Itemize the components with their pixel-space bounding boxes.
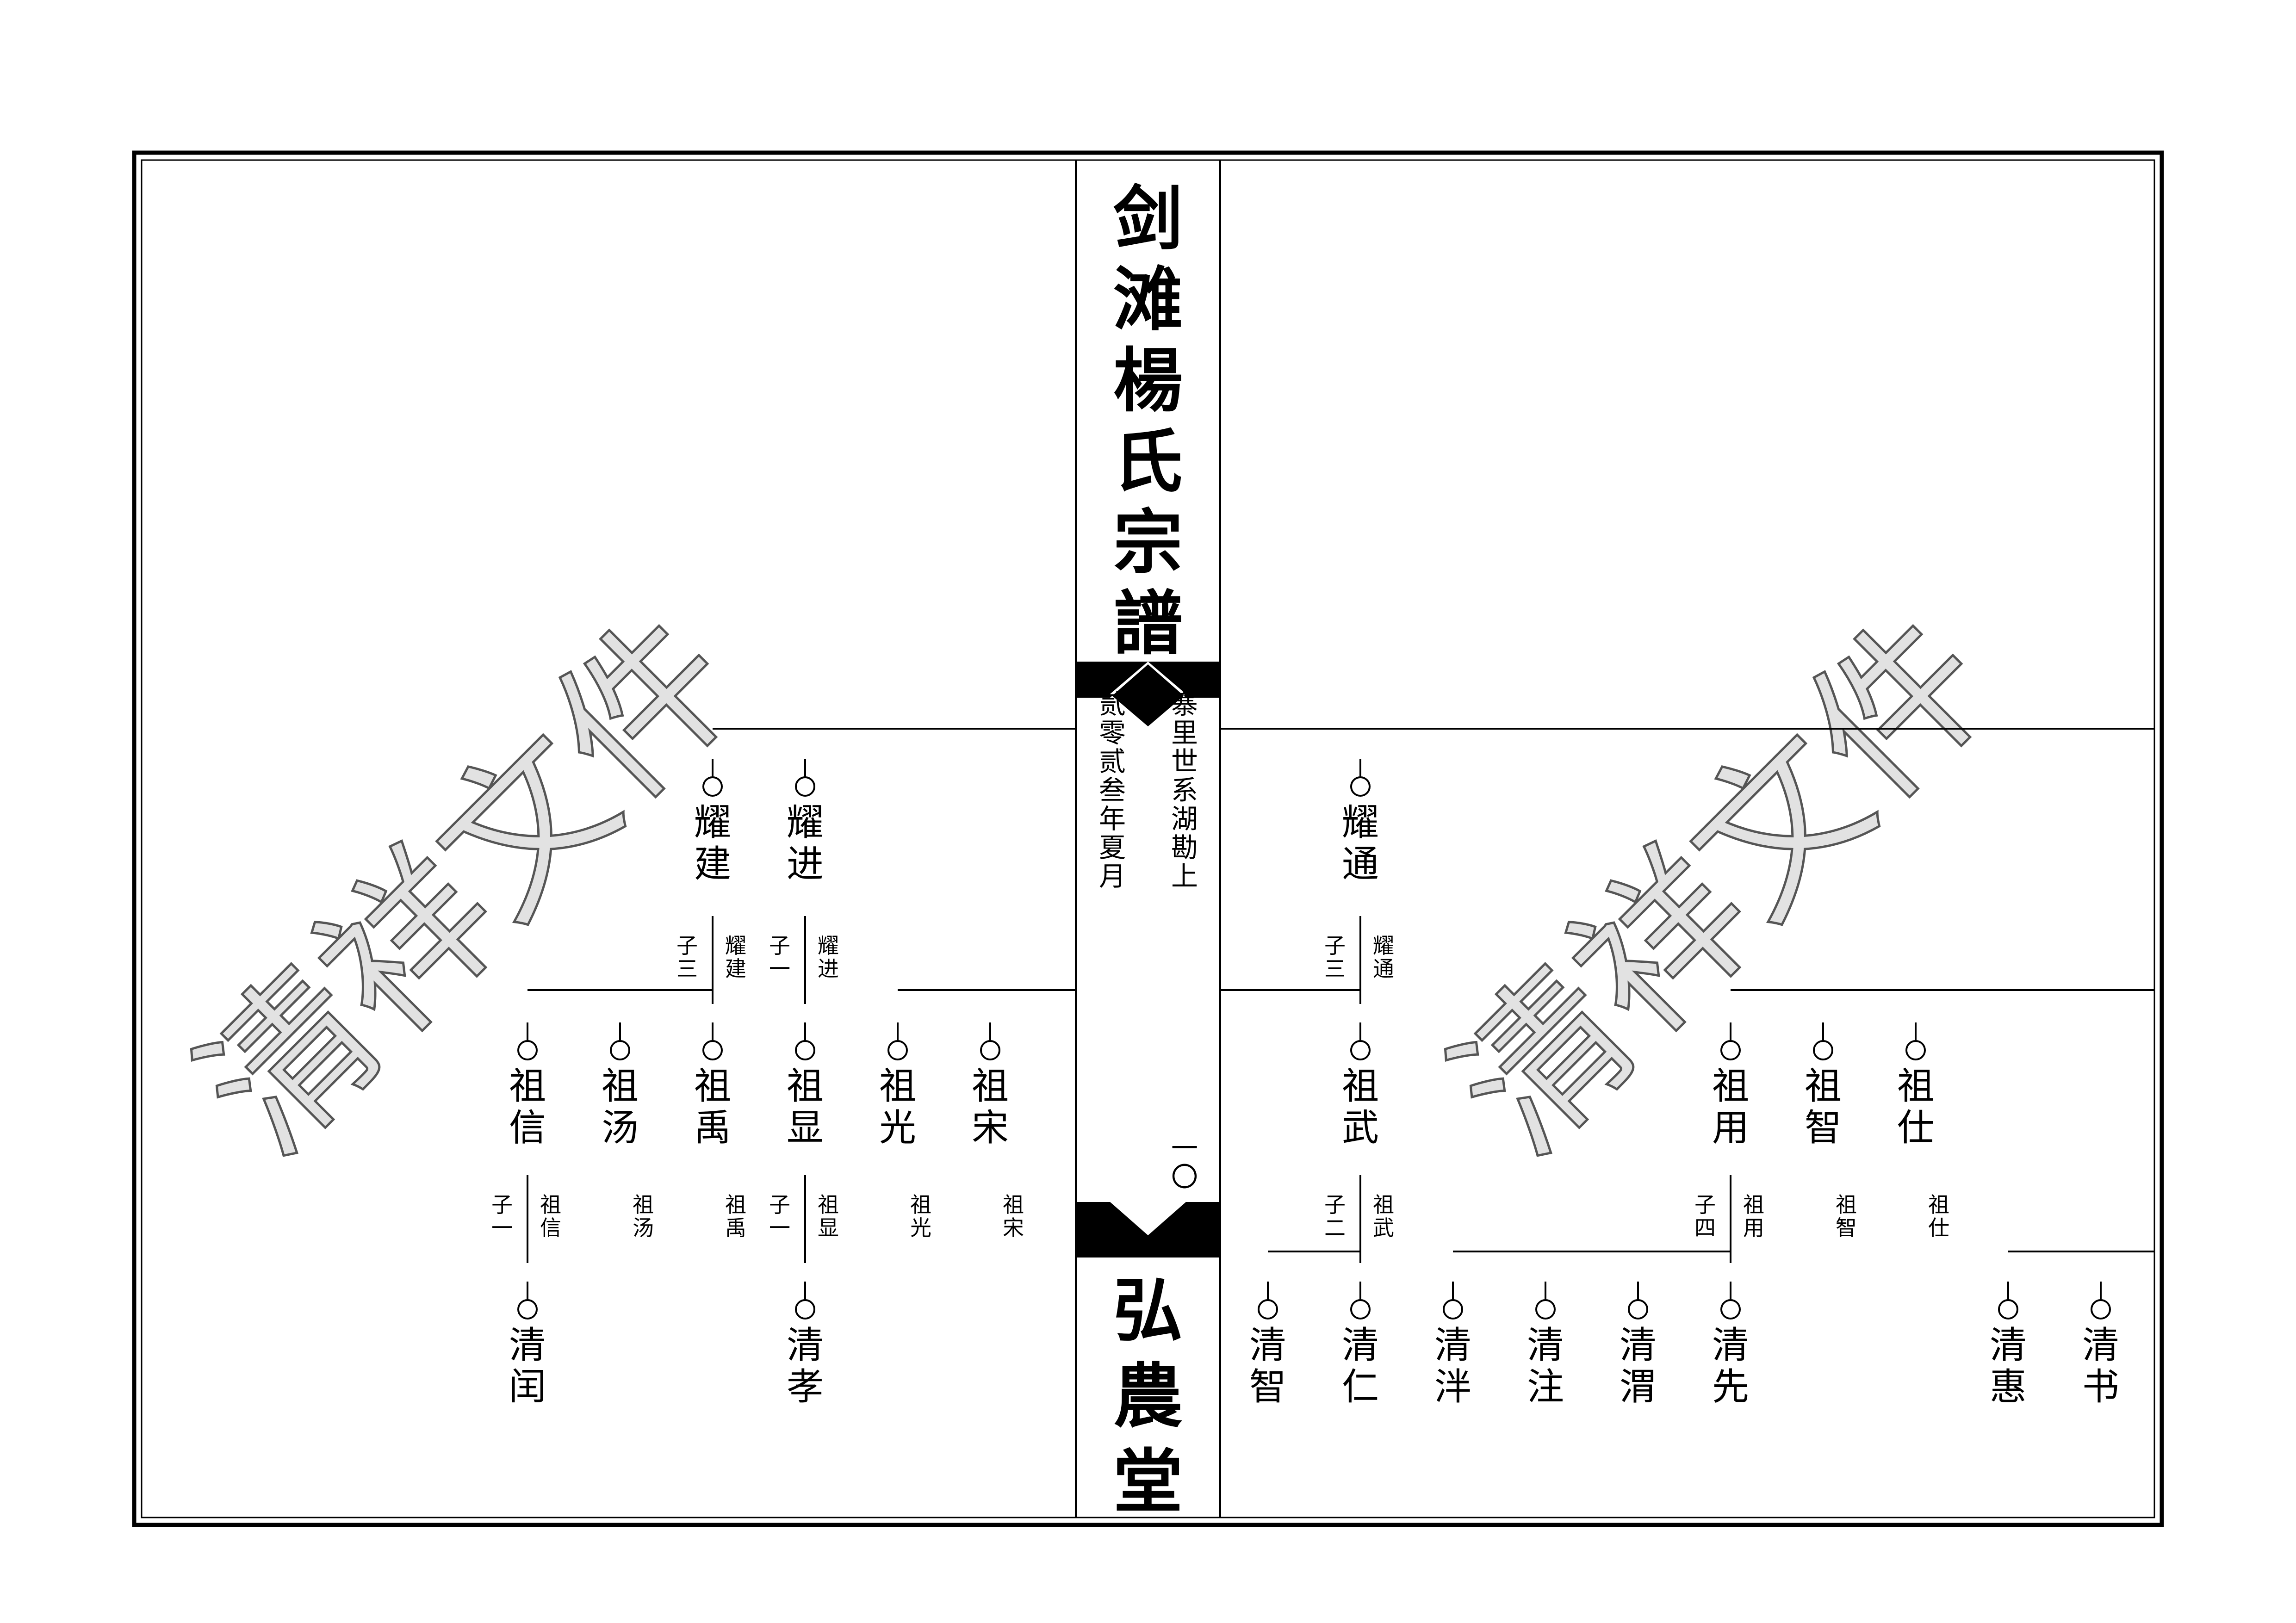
note-name: 祖禹 [725, 1192, 746, 1240]
spine-title: 剑滩楊氏宗譜 [1113, 178, 1183, 664]
gen2-name: 祖智 [1805, 1065, 1842, 1149]
note-name: 祖光 [910, 1192, 931, 1240]
gen3-name: 清渭 [1620, 1324, 1657, 1408]
outer-frame [132, 150, 2164, 1527]
fishtail-top [1076, 662, 1220, 726]
node-circle [2091, 1299, 2111, 1319]
node-circle [517, 1299, 538, 1319]
gen1-name: 耀建 [694, 801, 731, 886]
gen2-name: 祖武 [1342, 1065, 1379, 1149]
note-son-count: 子四 [1694, 1192, 1716, 1240]
node-circle [517, 1040, 538, 1060]
note-name: 祖用 [1743, 1192, 1764, 1240]
note-name: 祖信 [540, 1192, 561, 1240]
note-son-count: 子三 [1324, 933, 1346, 981]
spine-subtitle-date: 贰零贰叁年夏月 [1099, 688, 1126, 892]
node-circle [702, 776, 723, 797]
node-circle [1258, 1299, 1278, 1319]
node-circle [795, 776, 815, 797]
gen3-name: 清先 [1712, 1324, 1749, 1408]
note-name: 祖智 [1836, 1192, 1857, 1240]
node-circle [702, 1040, 723, 1060]
gen2-name: 祖禹 [694, 1065, 731, 1149]
node-circle [1720, 1299, 1741, 1319]
note-name: 祖仕 [1928, 1192, 1949, 1240]
node-circle [887, 1040, 908, 1060]
family-tree: 耀建耀进子三耀建子一耀进祖信祖汤祖禹祖显祖光祖宋子一祖信祖汤祖禹子一祖显祖光祖宋… [491, 728, 2154, 1408]
node-circle [1813, 1040, 1833, 1060]
note-name: 耀通 [1373, 933, 1394, 981]
note-son-count: 子一 [769, 933, 790, 981]
gen3-name: 清注 [1527, 1324, 1564, 1408]
gen3-name: 清孝 [787, 1324, 824, 1408]
spine-hall-name: 弘農堂 [1113, 1270, 1183, 1523]
note-son-count: 子三 [676, 933, 698, 981]
gen3-name: 清仁 [1342, 1324, 1379, 1408]
node-circle [1998, 1299, 2018, 1319]
note-son-count: 子二 [1324, 1192, 1346, 1240]
note-name: 祖宋 [1003, 1192, 1024, 1240]
gen3-name: 清闰 [509, 1324, 546, 1408]
svg-text:清祥文件: 清祥文件 [164, 581, 773, 1189]
spine-page-number: 一〇 [1171, 1133, 1198, 1193]
gen2-name: 祖汤 [602, 1065, 639, 1149]
gen2-name: 祖宋 [972, 1065, 1009, 1149]
node-circle [1350, 1299, 1371, 1319]
node-circle [1350, 776, 1371, 797]
note-son-count: 子一 [769, 1192, 790, 1240]
node-circle [1905, 1040, 1926, 1060]
note-son-count: 子一 [491, 1192, 513, 1240]
gen2-name: 祖仕 [1897, 1065, 1934, 1149]
inner-frame [141, 159, 2155, 1518]
fishtail-bottom [1076, 1202, 1220, 1258]
gen1-name: 耀通 [1342, 801, 1379, 886]
node-circle [1720, 1040, 1741, 1060]
node-circle [1535, 1299, 1556, 1319]
node-circle [1443, 1299, 1463, 1319]
gen2-name: 祖显 [787, 1065, 824, 1149]
gen3-name: 清惠 [1990, 1324, 2027, 1408]
gen3-name: 清智 [1249, 1324, 1286, 1408]
spine-subtitle-location: 寨里世系湖勘上 [1171, 688, 1198, 892]
gen2-name: 祖光 [879, 1065, 916, 1149]
note-name: 耀进 [818, 933, 839, 981]
note-name: 祖武 [1373, 1192, 1394, 1240]
node-circle [1350, 1040, 1371, 1060]
gen2-name: 祖用 [1712, 1065, 1749, 1149]
note-name: 祖显 [818, 1192, 839, 1240]
note-name: 祖汤 [633, 1192, 654, 1240]
gen3-name: 清书 [2082, 1324, 2119, 1408]
gen3-name: 清泮 [1434, 1324, 1471, 1408]
node-circle [795, 1040, 815, 1060]
gen2-name: 祖信 [509, 1065, 546, 1149]
watermark-left: 清祥文件 [163, 579, 774, 1190]
node-circle [795, 1299, 815, 1319]
node-circle [1628, 1299, 1648, 1319]
node-circle [980, 1040, 1000, 1060]
node-circle [610, 1040, 630, 1060]
note-name: 耀建 [725, 933, 746, 981]
gen1-name: 耀进 [787, 801, 824, 886]
